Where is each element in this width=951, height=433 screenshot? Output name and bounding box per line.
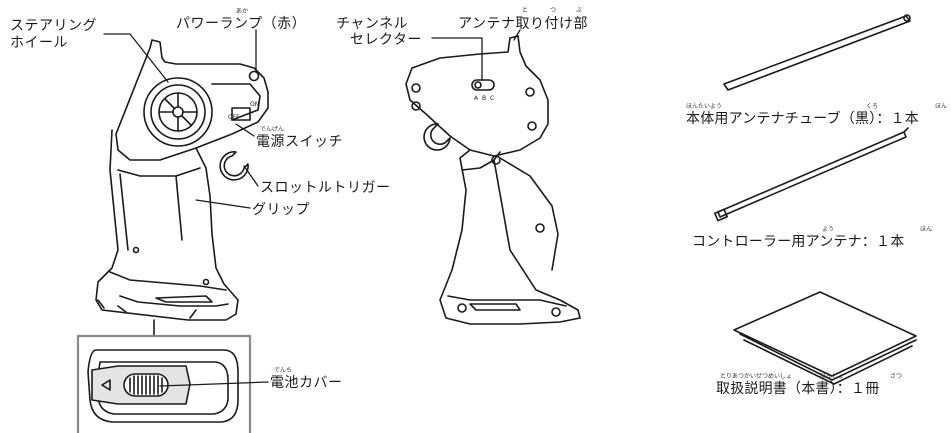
power-lamp (248, 70, 260, 82)
label-controller-antenna: コントローラー用アンテナ：１本 (692, 234, 905, 250)
ruby-controller-antenna-1: よう (822, 226, 835, 233)
label-power-switch: 電源スイッチ (256, 134, 343, 150)
label-channel-selector-2: セレクター (350, 32, 422, 48)
label-manual: 取扱説明書（本書）：１冊 (716, 381, 880, 397)
label-steering-wheel-2: ホイール (10, 35, 68, 51)
ruby-battery-cover: でんち (274, 367, 293, 374)
selector-mark-c: C (490, 95, 494, 102)
channel-selector (471, 79, 495, 91)
ruby-manual-3: さつ (890, 373, 903, 380)
throttle-trigger (219, 151, 249, 181)
manual-drawing (733, 291, 917, 385)
switch-on-mark: ON (250, 101, 259, 108)
ruby-manual-1: とりあつかいせつめいしょ (720, 373, 793, 380)
selector-mark-a: A (474, 95, 479, 102)
steering-wheel (143, 77, 213, 147)
switch-off-mark: OFF (228, 114, 240, 121)
selector-mark-b: B (482, 95, 486, 102)
body-antenna-tube-drawing (723, 14, 911, 91)
ruby-antenna-mount-1: と (522, 7, 529, 14)
label-throttle-trigger: スロットルトリガー (260, 180, 391, 196)
ruby-manual-2: ほんしょ (820, 373, 845, 380)
ruby-antenna-mount-3: ぶ (576, 7, 583, 14)
label-antenna-mount: アンテナ取り付け部 (458, 16, 588, 32)
ruby-controller-antenna-2: ほん (920, 226, 933, 233)
ruby-body-antenna-tube-3: ほん (935, 103, 948, 110)
transmitter-left-view (405, 35, 581, 325)
label-steering-wheel-1: ステアリング (10, 18, 97, 34)
battery-cover-inset (76, 319, 252, 433)
label-body-antenna-tube: 本体用アンテナチューブ（黒）：１本 (686, 111, 919, 127)
transmitter-right-view (95, 39, 269, 321)
leader-lines (103, 29, 521, 387)
label-power-lamp: パワーランプ（赤） (176, 16, 307, 32)
label-grip: グリップ (252, 202, 310, 218)
ruby-body-antenna-tube-1: ほんたいよう (686, 103, 722, 110)
ruby-power-lamp: あか (236, 8, 249, 15)
label-battery-cover: 電池カバー (270, 375, 343, 391)
power-switch (231, 107, 251, 121)
ruby-body-antenna-tube-2: くろ (866, 103, 879, 110)
controller-antenna-drawing (714, 127, 909, 222)
label-channel-selector-1: チャンネル (336, 16, 409, 32)
ruby-power-switch: でんげん (260, 126, 285, 133)
ruby-antenna-mount-2: つ (550, 7, 557, 14)
